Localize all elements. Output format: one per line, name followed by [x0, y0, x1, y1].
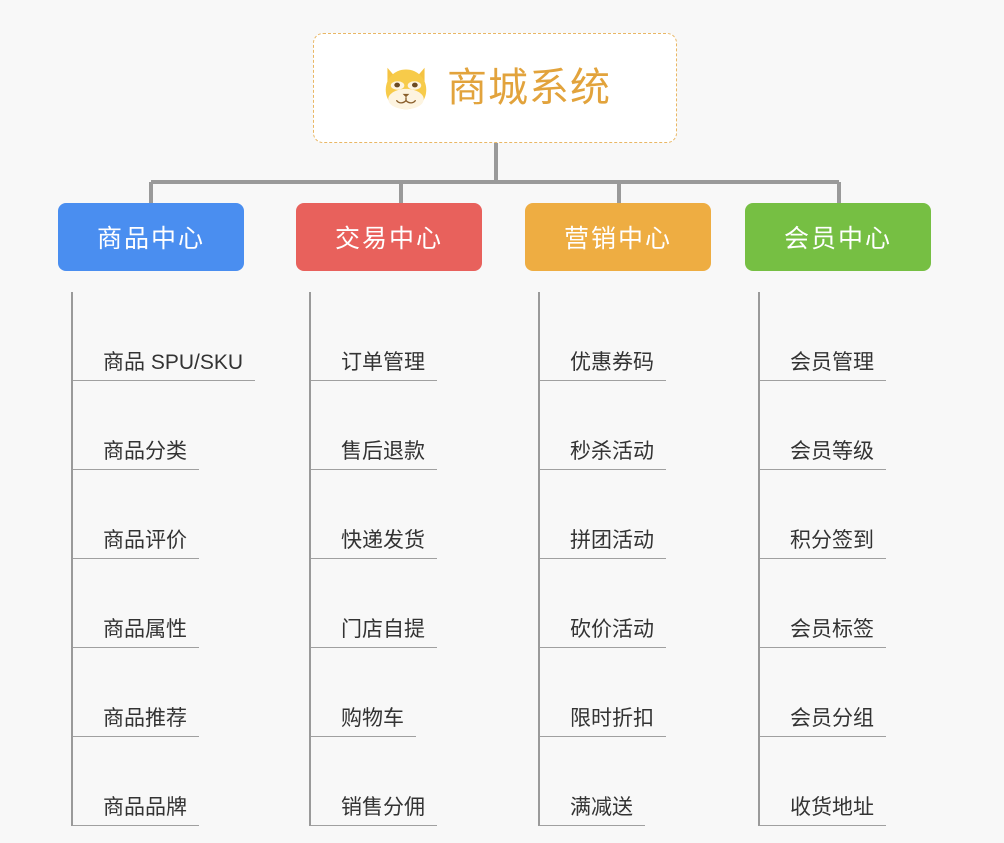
leaf-item[interactable]: 商品分类	[73, 381, 288, 470]
leaf-item[interactable]: 销售分佣	[311, 737, 526, 826]
leaf-underline: 收货地址	[760, 796, 886, 826]
leaf-item[interactable]: 会员标签	[760, 559, 975, 648]
leaf-label: 会员分组	[790, 706, 874, 730]
leaf-label: 优惠券码	[570, 350, 654, 374]
leaf-label: 商品分类	[103, 439, 187, 463]
leaf-underline: 积分签到	[760, 529, 886, 559]
leaf-item[interactable]: 商品属性	[73, 559, 288, 648]
leaf-label: 砍价活动	[570, 617, 654, 641]
leaf-underline: 砍价活动	[540, 618, 666, 648]
leaf-underline: 商品评价	[73, 529, 199, 559]
leaf-list-2: 优惠券码 秒杀活动 拼团活动 砍价活动 限时折扣 满减送	[538, 292, 755, 826]
leaf-list-0: 商品 SPU/SKU 商品分类 商品评价 商品属性 商品推荐 商品品牌	[71, 292, 288, 826]
leaf-item[interactable]: 收货地址	[760, 737, 975, 826]
branch-column-2: 营销中心 优惠券码 秒杀活动 拼团活动 砍价活动 限时折扣 满减送	[525, 203, 755, 826]
leaf-underline: 门店自提	[311, 618, 437, 648]
leaf-underline: 销售分佣	[311, 796, 437, 826]
leaf-item[interactable]: 商品评价	[73, 470, 288, 559]
branch-header-1[interactable]: 交易中心	[296, 203, 482, 271]
leaf-item[interactable]: 购物车	[311, 648, 526, 737]
leaf-item[interactable]: 满减送	[540, 737, 755, 826]
leaf-label: 商品品牌	[103, 795, 187, 819]
leaf-item[interactable]: 售后退款	[311, 381, 526, 470]
branch-header-2[interactable]: 营销中心	[525, 203, 711, 271]
leaf-list-1: 订单管理 售后退款 快递发货 门店自提 购物车 销售分佣	[309, 292, 526, 826]
leaf-underline: 优惠券码	[540, 351, 666, 381]
leaf-underline: 快递发货	[311, 529, 437, 559]
branch-header-label: 营销中心	[563, 225, 672, 253]
leaf-item[interactable]: 门店自提	[311, 559, 526, 648]
leaf-underline: 商品 SPU/SKU	[73, 350, 256, 381]
leaf-underline: 会员管理	[760, 351, 886, 381]
leaf-item[interactable]: 优惠券码	[540, 292, 755, 381]
leaf-label: 会员管理	[790, 350, 874, 374]
leaf-label: 商品评价	[103, 528, 187, 552]
leaf-label: 会员标签	[790, 617, 874, 641]
leaf-label: 商品推荐	[103, 706, 187, 730]
branch-header-label: 商品中心	[96, 225, 205, 253]
leaf-item[interactable]: 秒杀活动	[540, 381, 755, 470]
root-node[interactable]: 商城系统	[313, 33, 677, 143]
leaf-label: 销售分佣	[341, 795, 425, 819]
leaf-label: 限时折扣	[570, 706, 654, 730]
leaf-underline: 会员标签	[760, 618, 886, 648]
leaf-label: 满减送	[570, 795, 633, 819]
leaf-item[interactable]: 商品品牌	[73, 737, 288, 826]
leaf-underline: 购物车	[311, 707, 416, 737]
leaf-label: 积分签到	[790, 528, 874, 552]
leaf-label: 会员等级	[790, 439, 874, 463]
leaf-item[interactable]: 订单管理	[311, 292, 526, 381]
shiba-dog-face-icon	[385, 67, 427, 110]
leaf-underline: 商品品牌	[73, 796, 199, 826]
leaf-label: 商品 SPU/SKU	[103, 350, 244, 374]
leaf-underline: 订单管理	[311, 351, 437, 381]
branch-header-label: 交易中心	[334, 225, 443, 253]
leaf-item[interactable]: 会员管理	[760, 292, 975, 381]
leaf-underline: 秒杀活动	[540, 440, 666, 470]
leaf-underline: 商品推荐	[73, 707, 199, 737]
branch-header-3[interactable]: 会员中心	[745, 203, 931, 271]
branch-columns: 商品中心 商品 SPU/SKU 商品分类 商品评价 商品属性 商品推荐 商品品牌…	[0, 203, 1004, 843]
branch-header-label: 会员中心	[783, 225, 892, 253]
leaf-item[interactable]: 会员等级	[760, 381, 975, 470]
leaf-item[interactable]: 砍价活动	[540, 559, 755, 648]
leaf-label: 拼团活动	[570, 528, 654, 552]
leaf-underline: 限时折扣	[540, 707, 666, 737]
leaf-item[interactable]: 商品 SPU/SKU	[73, 292, 288, 381]
leaf-item[interactable]: 商品推荐	[73, 648, 288, 737]
leaf-item[interactable]: 会员分组	[760, 648, 975, 737]
leaf-label: 收货地址	[790, 795, 874, 819]
leaf-item[interactable]: 限时折扣	[540, 648, 755, 737]
leaf-label: 购物车	[341, 706, 404, 730]
leaf-item[interactable]: 积分签到	[760, 470, 975, 559]
branch-column-3: 会员中心 会员管理 会员等级 积分签到 会员标签 会员分组 收货地址	[745, 203, 975, 826]
leaf-item[interactable]: 拼团活动	[540, 470, 755, 559]
leaf-underline: 会员分组	[760, 707, 886, 737]
leaf-label: 秒杀活动	[570, 439, 654, 463]
leaf-item[interactable]: 快递发货	[311, 470, 526, 559]
leaf-underline: 商品属性	[73, 618, 199, 648]
leaf-underline: 售后退款	[311, 440, 437, 470]
leaf-label: 快递发货	[341, 528, 425, 552]
leaf-label: 门店自提	[341, 617, 425, 641]
leaf-label: 订单管理	[341, 350, 425, 374]
branch-column-0: 商品中心 商品 SPU/SKU 商品分类 商品评价 商品属性 商品推荐 商品品牌	[58, 203, 288, 826]
branch-header-0[interactable]: 商品中心	[58, 203, 244, 271]
leaf-underline: 满减送	[540, 796, 645, 826]
leaf-underline: 会员等级	[760, 440, 886, 470]
leaf-label: 售后退款	[341, 439, 425, 463]
leaf-label: 商品属性	[103, 617, 187, 641]
leaf-list-3: 会员管理 会员等级 积分签到 会员标签 会员分组 收货地址	[758, 292, 975, 826]
branch-column-1: 交易中心 订单管理 售后退款 快递发货 门店自提 购物车 销售分佣	[296, 203, 526, 826]
leaf-underline: 商品分类	[73, 440, 199, 470]
root-title: 商城系统	[447, 66, 611, 110]
leaf-underline: 拼团活动	[540, 529, 666, 559]
